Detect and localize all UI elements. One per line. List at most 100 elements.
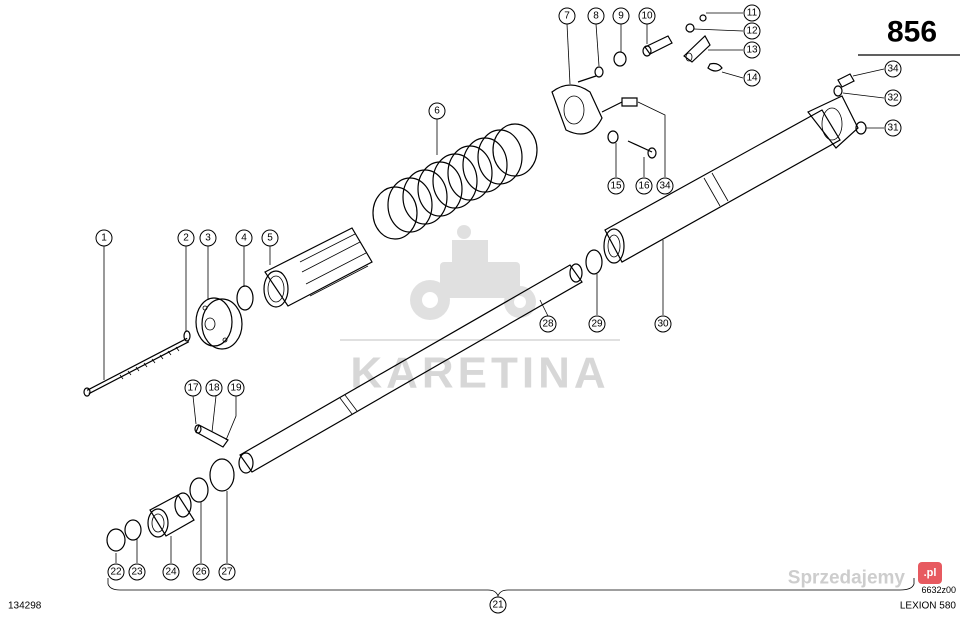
callout-5: 5 <box>261 229 279 247</box>
watermark-text: KARETINA <box>350 349 609 398</box>
svg-text:5: 5 <box>267 233 273 244</box>
callout-10: 10 <box>638 7 656 25</box>
svg-text:13: 13 <box>746 45 758 56</box>
svg-text:19: 19 <box>230 383 242 394</box>
part-34-bolt-upper <box>601 97 638 113</box>
callout-9: 9 <box>612 7 630 25</box>
callout-17: 17 <box>184 379 202 397</box>
svg-text:32: 32 <box>887 93 899 104</box>
callout-12: 12 <box>743 22 761 40</box>
svg-text:27: 27 <box>221 567 233 578</box>
svg-text:7: 7 <box>564 11 570 22</box>
callouts: 1 2 3 4 5 6 7 8 9 10 11 12 13 14 15 16 1… <box>95 4 902 614</box>
part-1-threaded-rod <box>83 337 190 397</box>
callout-32: 32 <box>884 89 902 107</box>
part-12-washer <box>685 23 695 33</box>
part-9-nut <box>613 51 627 67</box>
part-16-bolt <box>627 140 657 159</box>
svg-text:26: 26 <box>195 567 207 578</box>
tractor-logo-icon <box>410 225 536 320</box>
callout-8: 8 <box>587 7 605 25</box>
callout-22: 22 <box>107 563 125 581</box>
badge-mark: .pl <box>924 567 937 579</box>
svg-text:31: 31 <box>887 123 899 134</box>
svg-text:15: 15 <box>610 181 622 192</box>
callout-2: 2 <box>177 229 195 247</box>
callout-21: 21 <box>489 596 507 614</box>
callout-18: 18 <box>205 379 223 397</box>
callout-30: 30 <box>654 315 672 333</box>
svg-text:30: 30 <box>657 319 669 330</box>
svg-text:23: 23 <box>131 567 143 578</box>
callout-11: 11 <box>743 4 761 22</box>
svg-text:12: 12 <box>746 26 758 37</box>
part-8-washer <box>594 66 604 78</box>
svg-text:3: 3 <box>205 233 211 244</box>
callout-23: 23 <box>128 563 146 581</box>
part-26-ring <box>189 477 209 503</box>
callout-1: 1 <box>95 229 113 247</box>
callout-26: 26 <box>192 563 210 581</box>
badge-logo-icon <box>918 562 942 584</box>
svg-text:18: 18 <box>208 383 220 394</box>
callout-31: 31 <box>884 119 902 137</box>
svg-text:21: 21 <box>492 600 504 611</box>
parts <box>83 14 867 552</box>
svg-text:22: 22 <box>110 567 122 578</box>
marketplace-badge: Sprzedajemy .pl <box>788 562 942 589</box>
svg-text:1: 1 <box>101 233 107 244</box>
svg-text:11: 11 <box>747 8 758 19</box>
part-22-ring <box>106 528 126 552</box>
svg-text:34: 34 <box>887 64 899 75</box>
svg-text:4: 4 <box>241 233 247 244</box>
drawing-ref: 6632z00 <box>921 585 956 595</box>
svg-text:17: 17 <box>187 383 199 394</box>
part-24-coupling <box>147 492 195 538</box>
svg-text:16: 16 <box>638 181 650 192</box>
part-34-grease-nipple <box>837 73 855 88</box>
svg-text:10: 10 <box>641 11 653 22</box>
callout-19: 19 <box>227 379 245 397</box>
svg-text:9: 9 <box>618 11 624 22</box>
svg-text:29: 29 <box>591 319 603 330</box>
svg-text:6: 6 <box>434 106 440 117</box>
part-23-ring <box>124 519 142 541</box>
callout-6: 6 <box>428 102 446 120</box>
callout-27: 27 <box>218 563 236 581</box>
svg-text:34: 34 <box>659 181 671 192</box>
part-11-nut <box>699 14 707 22</box>
part-28-shaft <box>238 263 583 474</box>
page-number: 856 <box>887 16 937 49</box>
part-18-pin <box>194 424 229 448</box>
watermark: KARETINA <box>340 225 620 398</box>
callout-14: 14 <box>743 69 761 87</box>
callout-34-right: 34 <box>884 60 902 78</box>
leader-lines <box>103 12 915 598</box>
callout-7: 7 <box>558 7 576 25</box>
callout-34-center: 34 <box>656 177 674 195</box>
part-7-bracket <box>551 75 603 135</box>
part-6-coil-spring <box>372 123 538 240</box>
part-2-nut <box>183 330 191 342</box>
callout-15: 15 <box>607 177 625 195</box>
svg-text:2: 2 <box>183 233 189 244</box>
part-32-fitting <box>833 85 843 97</box>
part-3-flange-disc <box>195 297 243 350</box>
part-27-ring <box>209 458 235 492</box>
part-13-link-arm <box>683 35 711 63</box>
part-14-spring-clip <box>707 62 723 72</box>
part-30-tube <box>603 95 859 264</box>
callout-29: 29 <box>588 315 606 333</box>
callout-13: 13 <box>743 41 761 59</box>
drawing-id: 134298 <box>8 601 42 612</box>
svg-text:8: 8 <box>593 11 599 22</box>
svg-text:24: 24 <box>165 567 177 578</box>
callout-3: 3 <box>199 229 217 247</box>
part-15-washer <box>607 130 619 144</box>
svg-text:28: 28 <box>542 319 554 330</box>
callout-16: 16 <box>635 177 653 195</box>
callout-24: 24 <box>162 563 180 581</box>
model-label: LEXION 580 <box>900 601 957 612</box>
badge-text: Sprzedajemy <box>788 568 906 589</box>
